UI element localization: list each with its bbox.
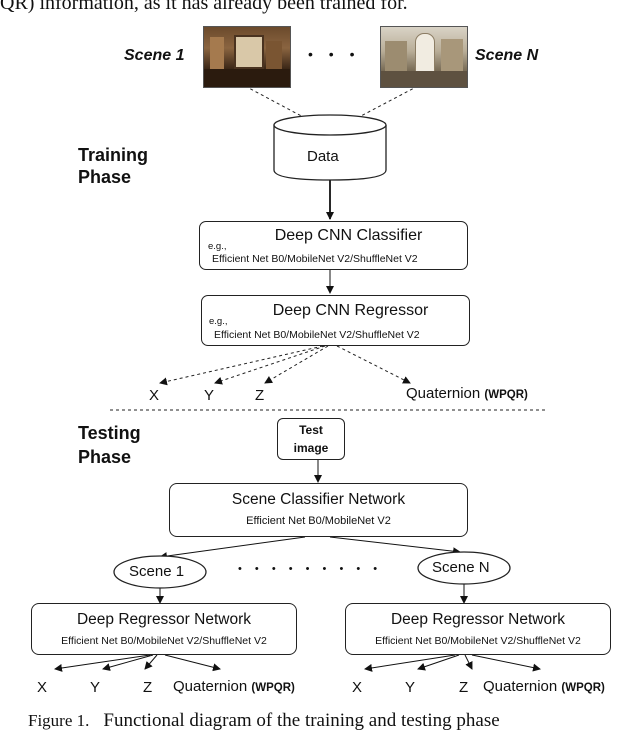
training-phase-title: Training Phase <box>78 144 148 188</box>
training-output-x: X <box>149 387 160 404</box>
scene-n-ellipse-label: Scene N <box>432 559 490 576</box>
left-quat-text: Quaternion <box>173 678 248 695</box>
scene-n-label: Scene N <box>475 47 539 64</box>
right-output-z: Z <box>459 679 469 696</box>
regressor-eg: e.g., <box>209 316 228 327</box>
scene-1-ellipse-label: Scene 1 <box>129 563 185 580</box>
scene-n-image <box>380 26 468 88</box>
arrow-right-quat <box>471 654 541 672</box>
arrow-left-y <box>102 654 154 671</box>
left-output-z: Z <box>143 679 153 696</box>
figure-caption: Figure 1. Functional diagram of the train… <box>28 710 500 732</box>
arrow-left-quat <box>164 654 221 672</box>
scene-1-label: Scene 1 <box>124 47 185 64</box>
arrow-regressor-x <box>159 345 324 386</box>
scene-classifier-title: Scene Classifier Network <box>231 491 406 508</box>
deep-cnn-classifier-box: Deep CNN Classifier e.g., Efficient Net … <box>199 221 468 270</box>
training-phase-line1: Training <box>78 145 149 165</box>
left-output-y: Y <box>90 679 101 696</box>
classifier-title: Deep CNN Classifier <box>274 227 423 244</box>
scene-1-image <box>203 26 291 88</box>
test-image-line2: image <box>293 441 329 455</box>
regressor-left-title: Deep Regressor Network <box>76 611 251 628</box>
right-quat-text: Quaternion <box>483 678 558 695</box>
training-output-y: Y <box>204 387 215 404</box>
scene-1-ellipse <box>113 555 207 589</box>
top-caption-text: QR) information, as it has already been … <box>0 0 408 14</box>
testing-phase-line1: Testing <box>78 423 141 443</box>
regressor-right-title: Deep Regressor Network <box>390 611 565 628</box>
test-image-box: Test image <box>277 418 345 460</box>
left-quat-suffix: (WPQR) <box>251 682 295 694</box>
right-output-x: X <box>352 679 363 696</box>
regressor-left-models: Efficient Net B0/MobileNet V2/ShuffleNet… <box>61 635 267 647</box>
deep-regressor-network-left-box: Deep Regressor Network Efficient Net B0/… <box>31 603 297 655</box>
arrow-left-x <box>54 654 151 672</box>
deep-regressor-network-right-box: Deep Regressor Network Efficient Net B0/… <box>345 603 611 655</box>
right-quat-suffix: (WPQR) <box>561 682 605 694</box>
arrow-classifier-scene1 <box>159 536 306 561</box>
training-output-quaternion: Quaternion (WPQR) <box>406 385 528 402</box>
left-output-x: X <box>37 679 48 696</box>
data-cylinder <box>273 114 387 181</box>
right-output-y: Y <box>405 679 416 696</box>
arrow-regressor-y <box>214 345 326 385</box>
arrow-classifier-scenen <box>329 536 461 556</box>
figure-caption-text: Functional diagram of the training and t… <box>103 710 500 731</box>
regressor-right-models: Efficient Net B0/MobileNet V2/ShuffleNet… <box>375 635 581 647</box>
classifier-eg: e.g., <box>208 241 227 252</box>
left-output-quaternion: Quaternion (WPQR) <box>173 678 295 695</box>
training-quat-text: Quaternion <box>406 385 481 402</box>
figure-caption-label: Figure 1. <box>28 711 90 730</box>
scene-classifier-models: Efficient Net B0/MobileNet V2 <box>246 515 391 527</box>
training-output-z: Z <box>255 387 265 404</box>
arrow-right-z <box>464 654 473 670</box>
regressor-models: Efficient Net B0/MobileNet V2/ShuffleNet… <box>214 329 420 341</box>
scene-n-ellipse <box>417 551 511 585</box>
arrow-regressor-quat <box>336 345 411 384</box>
regressor-title: Deep CNN Regressor <box>272 302 429 319</box>
arrow-right-y <box>417 654 460 671</box>
deep-cnn-regressor-box: Deep CNN Regressor e.g., Efficient Net B… <box>201 295 470 346</box>
classifier-models: Efficient Net B0/MobileNet V2/ShuffleNet… <box>212 253 418 265</box>
testing-phase-line2: Phase <box>78 447 132 467</box>
arrow-left-z <box>144 654 158 670</box>
right-output-quaternion: Quaternion (WPQR) <box>483 678 605 695</box>
scene-dots: • • • • • • • • • <box>238 563 383 575</box>
arrow-right-x <box>364 654 456 672</box>
arrow-regressor-z <box>264 345 329 384</box>
test-image-line1: Test <box>299 423 323 437</box>
scene-ellipsis: • • • <box>308 46 361 62</box>
training-quat-suffix: (WPQR) <box>484 389 528 401</box>
data-label: Data <box>307 148 339 165</box>
scene-classifier-network-box: Scene Classifier Network Efficient Net B… <box>169 483 468 537</box>
training-phase-line2: Phase <box>78 167 132 187</box>
testing-phase-title: Testing Phase <box>78 421 141 469</box>
